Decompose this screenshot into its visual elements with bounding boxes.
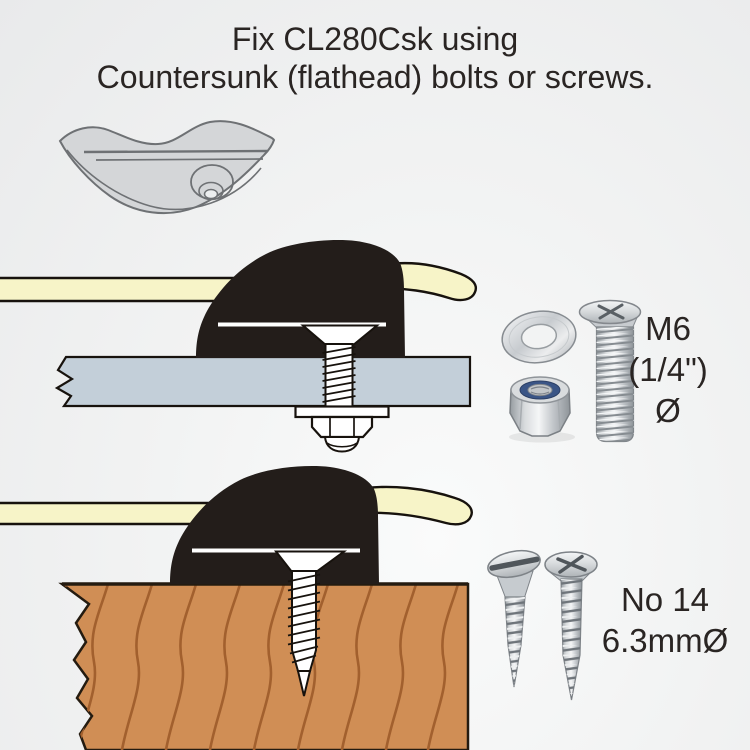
no14-screws-photo bbox=[487, 549, 598, 701]
bolt-mount-diagram bbox=[0, 240, 477, 453]
nyloc-nut-photo bbox=[509, 376, 575, 443]
bolt-spec-label: M6 (1/4") Ø bbox=[588, 308, 748, 431]
title-line-2: Countersunk (flathead) bolts or screws. bbox=[96, 59, 654, 95]
cleat-base-outline-illustration bbox=[58, 120, 276, 215]
title-line-1: Fix CL280Csk using bbox=[231, 21, 519, 57]
phillips-wood-screw-photo bbox=[544, 551, 598, 701]
rope-right bbox=[350, 485, 473, 526]
rope-left bbox=[0, 501, 216, 526]
bolt-tip bbox=[323, 436, 361, 453]
m6-hardware-photo bbox=[501, 299, 642, 443]
phillips-recess bbox=[556, 554, 587, 574]
hex-nut bbox=[310, 415, 374, 439]
rope-right bbox=[380, 262, 477, 302]
slotted-wood-screw-photo bbox=[487, 549, 541, 688]
bolt-size-imperial: (1/4") bbox=[628, 351, 708, 388]
pozi-recess bbox=[597, 303, 625, 320]
cleat-groove-line bbox=[83, 149, 268, 154]
screw-mount-diagram bbox=[0, 466, 473, 750]
countersunk-hole-bore bbox=[203, 188, 219, 200]
slot-recess bbox=[489, 556, 540, 571]
bolt-size: M6 bbox=[645, 310, 691, 347]
flat-washer-photo bbox=[501, 310, 577, 364]
screw-spec-label: No 14 6.3mmØ bbox=[580, 579, 750, 661]
cam-cleat-silhouette bbox=[196, 240, 405, 358]
screw-tip bbox=[296, 670, 312, 697]
washer-under-panel bbox=[294, 405, 390, 419]
page-title: Fix CL280Csk using Countersunk (flathead… bbox=[0, 20, 750, 96]
cleat-groove-line-2 bbox=[95, 158, 264, 161]
cleat-base-body bbox=[58, 120, 276, 215]
wood-grain bbox=[62, 584, 460, 750]
screw-size: No 14 bbox=[620, 581, 710, 618]
bolt-thread bbox=[322, 343, 356, 409]
cleat-base-contour bbox=[66, 149, 262, 211]
cam-cleat-silhouette bbox=[170, 466, 379, 584]
m6-countersunk-bolt-photo bbox=[578, 299, 642, 443]
rope-left bbox=[0, 276, 238, 303]
screw-thread bbox=[287, 570, 321, 672]
screw-diameter: 6.3mmØ bbox=[601, 622, 729, 659]
wood-block bbox=[58, 582, 470, 750]
countersunk-hole-inner bbox=[198, 181, 224, 201]
deck-panel bbox=[54, 355, 472, 408]
bolt-diameter-symbol: Ø bbox=[655, 392, 681, 429]
